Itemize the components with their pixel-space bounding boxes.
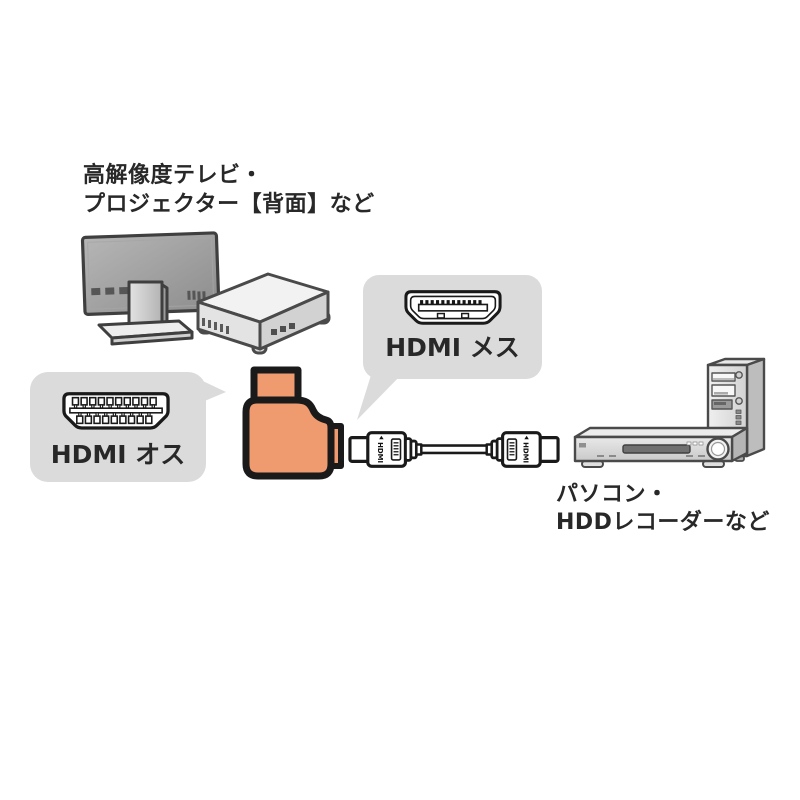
source-devices-label-line2: HDDレコーダーなど bbox=[556, 510, 770, 535]
projector-icon bbox=[196, 272, 331, 355]
display-devices-label: 高解像度テレビ・ プロジェクター【背面】など bbox=[83, 161, 375, 219]
tv-back-icon bbox=[80, 231, 221, 316]
display-devices-label-line1: 高解像度テレビ・ bbox=[83, 163, 264, 188]
hdmi-male-connector-icon bbox=[62, 392, 170, 430]
hdmi-female-callout-pointer bbox=[357, 372, 402, 420]
tv-stand bbox=[97, 280, 194, 346]
hdmi-female-callout: HDMI メス bbox=[363, 275, 542, 379]
cable-left-hdmi-print: HDMI bbox=[376, 442, 384, 463]
pc-recorder-illustration bbox=[573, 357, 766, 468]
cable-right-hdmi-print: HDMI bbox=[521, 442, 529, 463]
hdmi-male-callout: HDMI オス bbox=[30, 372, 206, 482]
cable-wire bbox=[419, 444, 489, 455]
cable-left-connector bbox=[348, 431, 423, 468]
hdmi-male-label: HDMI オス bbox=[50, 440, 186, 469]
hdmi-cable-icon: HDMI HDMI bbox=[348, 431, 560, 468]
hdmi-female-port-icon bbox=[404, 290, 502, 325]
hdd-recorder-icon bbox=[573, 426, 749, 468]
tv-projector-illustration bbox=[80, 231, 331, 355]
display-devices-label-line2: プロジェクター【背面】など bbox=[83, 192, 375, 217]
source-devices-label: パソコン・ HDDレコーダーなど bbox=[556, 481, 770, 537]
adapter-body bbox=[242, 396, 335, 480]
hdmi-angle-adapter-icon bbox=[242, 366, 344, 480]
hdmi-female-label: HDMI メス bbox=[385, 333, 520, 362]
disc-slot bbox=[622, 444, 691, 454]
source-devices-label-line1: パソコン・ bbox=[556, 482, 669, 507]
